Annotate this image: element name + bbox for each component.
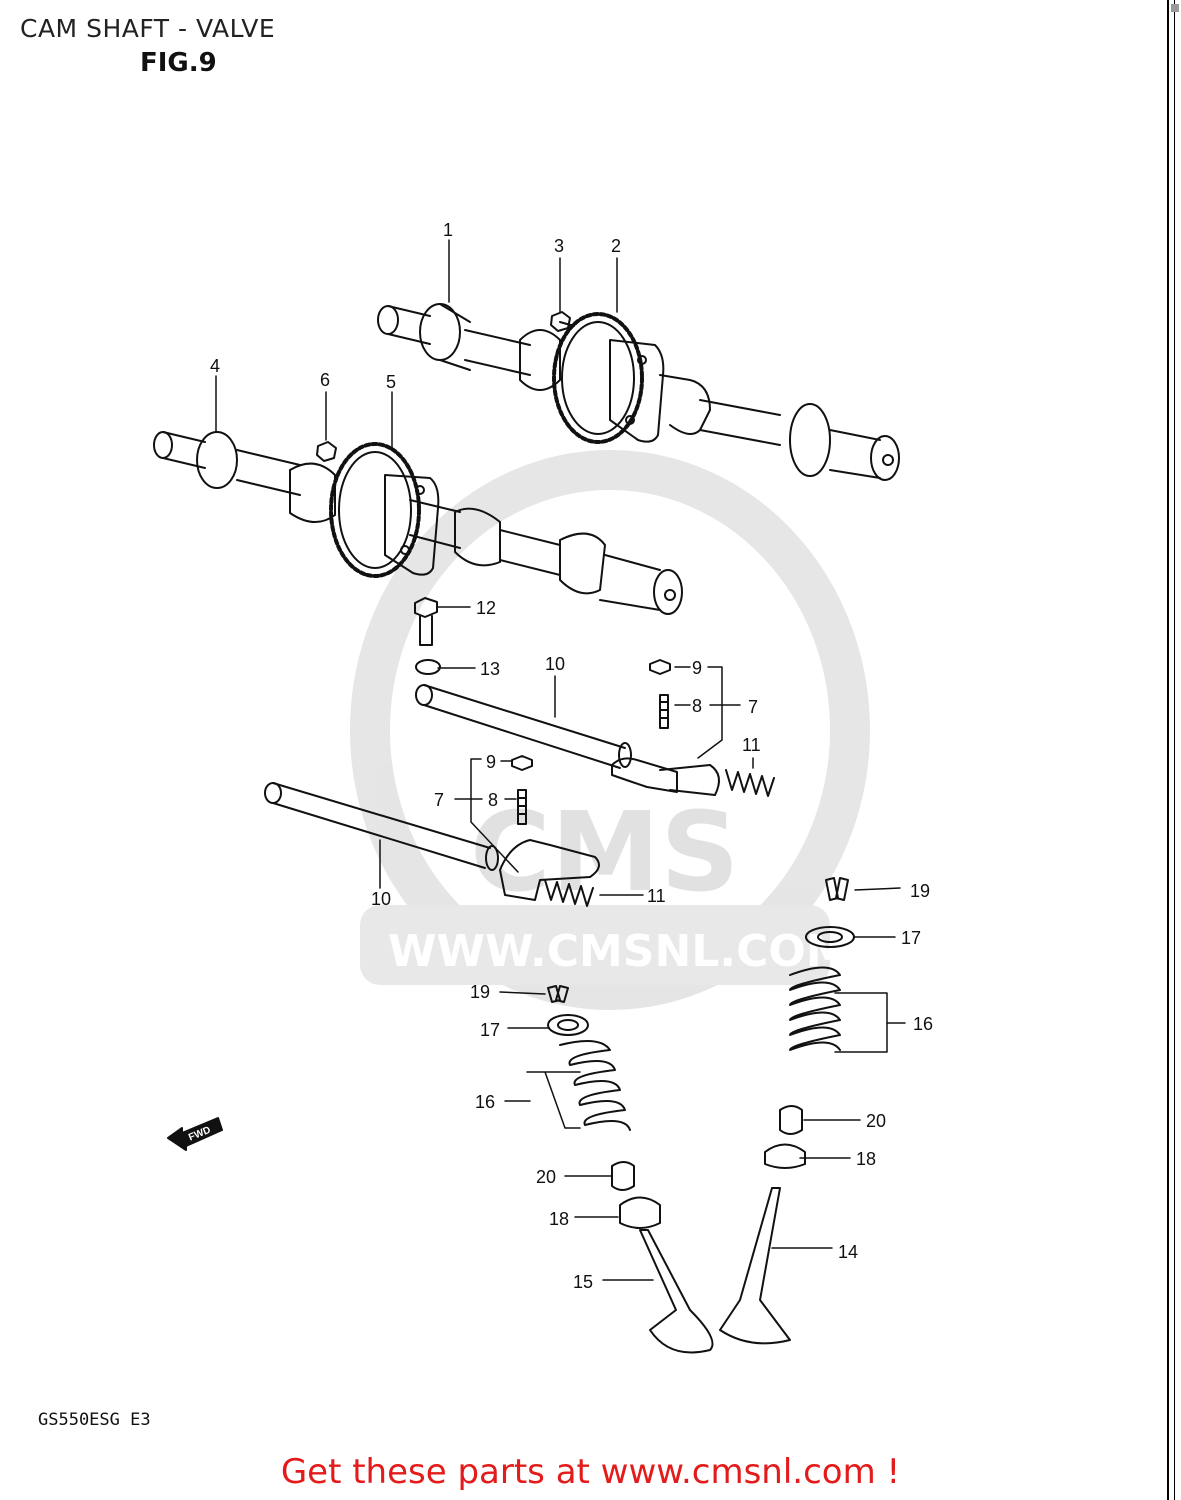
leader-lines [215, 239, 906, 1281]
spring-seat-left [619, 1196, 661, 1229]
valve-spring-left [559, 1040, 631, 1131]
callout-5: 5 [386, 372, 396, 392]
cam-sprocket-upper [552, 312, 665, 444]
washer-13 [415, 659, 441, 675]
rocker-shaft-upper [415, 684, 632, 769]
callout-9-left: 9 [486, 752, 496, 772]
callout-20-left: 20 [536, 1167, 556, 1187]
page-border [1167, 0, 1175, 1500]
buy-parts-link[interactable]: Get these parts at www.cmsnl.com ! [280, 1452, 901, 1492]
rocker-arm-upper [611, 757, 720, 796]
cam-sprocket-lower [329, 442, 440, 578]
rocker-shaft-lower [264, 782, 499, 871]
camshaft-upper [377, 303, 900, 481]
lock-nut-lower [511, 755, 533, 771]
valve-assembly-left [547, 985, 714, 1354]
watermark-url: WWW.CMSNL.COM [388, 926, 850, 977]
callout-14: 14 [838, 1242, 858, 1262]
cotter-right [825, 877, 849, 901]
callout-11-right: 11 [742, 735, 761, 755]
callout-8-right: 8 [692, 696, 702, 716]
cms-watermark: CMS WWW.CMSNL.COM [350, 450, 870, 1010]
spring-seat-right [764, 1143, 806, 1169]
adjust-screw-lower [517, 789, 527, 825]
callout-8-left: 8 [488, 790, 498, 810]
rocker-arm-lower [499, 839, 600, 901]
retainer-left [547, 1014, 589, 1036]
camshaft-lower [153, 431, 683, 615]
callout-10-bottom: 10 [371, 889, 391, 909]
callout-17-left: 17 [480, 1020, 500, 1040]
forward-arrow-icon [167, 1117, 223, 1151]
callout-2: 2 [611, 236, 621, 256]
valve-assembly-right [719, 877, 855, 1345]
bolt-12 [414, 597, 438, 646]
valve-exhaust-right [719, 1187, 791, 1345]
callout-18-left: 18 [549, 1209, 569, 1229]
callout-17-right: 17 [901, 928, 921, 948]
callout-9-right: 9 [692, 658, 702, 678]
callout-20-right: 20 [866, 1111, 886, 1131]
rocker-spring-upper [725, 769, 775, 797]
corner-marker [1171, 4, 1179, 12]
callout-6: 6 [320, 370, 330, 390]
callout-3: 3 [554, 236, 564, 256]
callout-1: 1 [443, 220, 453, 240]
retainer-right [805, 926, 855, 948]
stem-seal-left [611, 1161, 635, 1191]
valve-intake-left [639, 1229, 714, 1354]
callout-labels: 1 3 2 4 6 5 12 13 10 9 8 7 11 9 7 8 10 1… [210, 220, 933, 1292]
model-code: GS550ESG E3 [38, 1410, 151, 1430]
callout-18-right: 18 [856, 1149, 876, 1169]
valve-spring-right [789, 966, 841, 1051]
cotter-left [547, 985, 569, 1003]
callout-19-right: 19 [910, 881, 930, 901]
exploded-diagram: CMS WWW.CMSNL.COM [153, 220, 933, 1354]
rocker-spring-lower [544, 879, 594, 907]
lock-nut-upper [649, 659, 671, 675]
callout-13: 13 [480, 659, 500, 679]
callout-10-top: 10 [545, 654, 565, 674]
figure-number: FIG.9 [140, 48, 217, 78]
callout-11-left: 11 [647, 886, 666, 906]
sprocket-bolt-upper [550, 311, 575, 332]
callout-7-left: 7 [434, 790, 444, 810]
callout-12: 12 [476, 598, 496, 618]
page-title: CAM SHAFT - VALVE [20, 14, 276, 43]
callout-19-left: 19 [470, 982, 490, 1002]
sprocket-bolt-lower [316, 441, 337, 462]
callout-16-left: 16 [475, 1092, 495, 1112]
stem-seal-right [779, 1105, 803, 1135]
callout-7-right: 7 [748, 697, 758, 717]
adjust-screw-upper [659, 694, 669, 729]
callout-4: 4 [210, 356, 220, 376]
callout-15: 15 [573, 1272, 593, 1292]
callout-16-right: 16 [913, 1014, 933, 1034]
